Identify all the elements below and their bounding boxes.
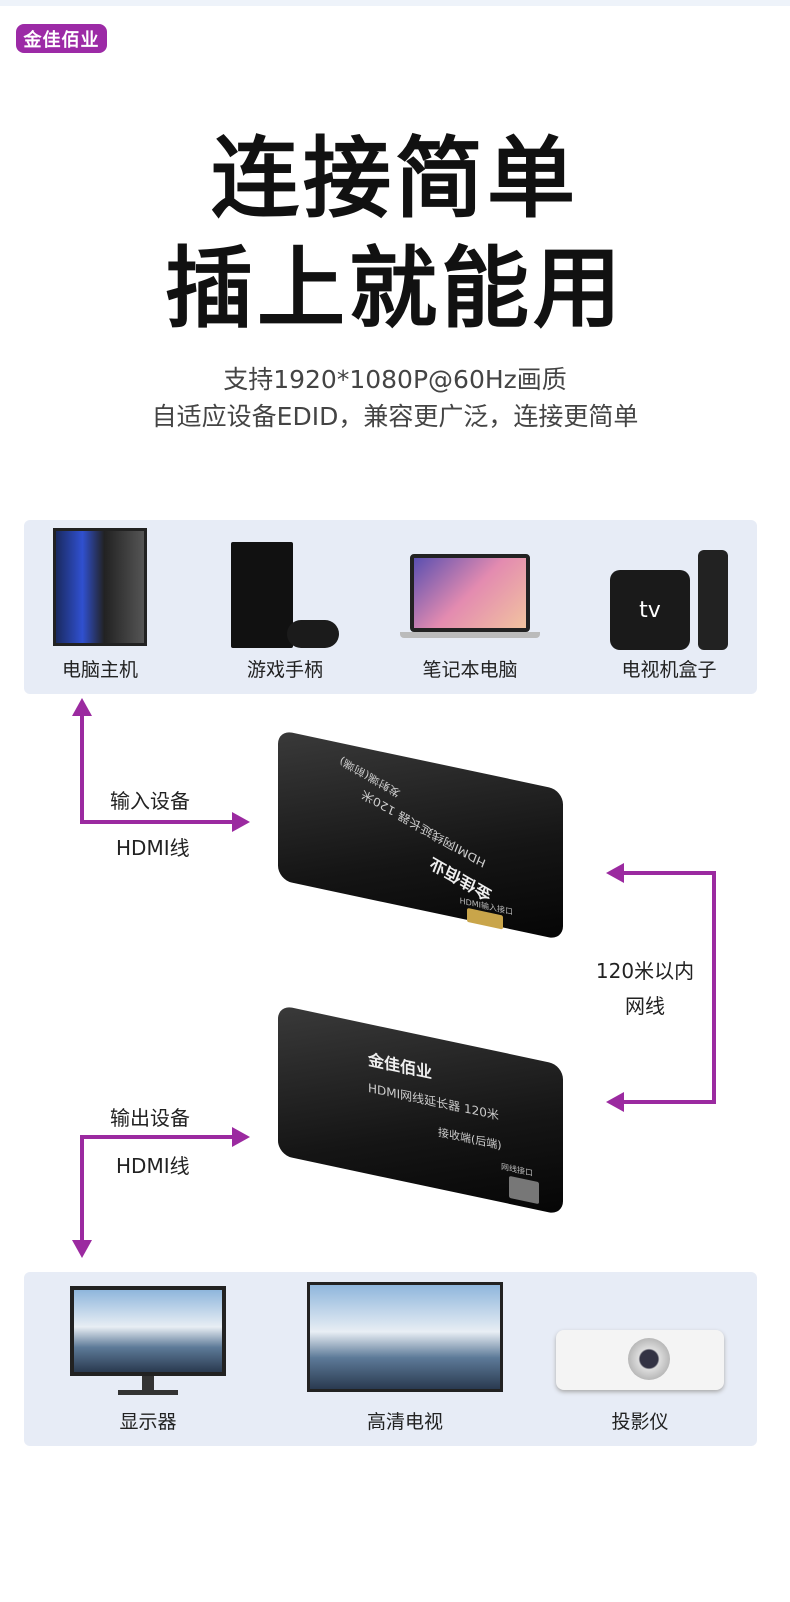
arrow-up-icon — [72, 698, 92, 716]
device-label: 笔记本电脑 — [422, 659, 518, 681]
rj45-port-icon — [509, 1175, 539, 1205]
output-cable-label: HDMI线 — [116, 1154, 190, 1178]
device-label: 游戏手柄 — [246, 659, 323, 681]
device-label: 显示器 — [119, 1411, 177, 1433]
headline-line-1: 连接简单 — [210, 127, 579, 230]
headline-line-2: 插上就能用 — [164, 237, 625, 340]
input-link-label: 输入设备 — [110, 789, 190, 813]
device-tv-box: tv 电视机盒子 — [604, 520, 734, 694]
device-gamepad: 游戏手柄 — [220, 520, 350, 694]
tv-box-image: tv — [610, 570, 690, 650]
console-image — [231, 542, 293, 648]
remote-image — [698, 550, 728, 650]
device-label: 电视机盒子 — [621, 659, 717, 681]
tv-image — [307, 1282, 503, 1392]
monitor-image — [70, 1286, 226, 1376]
device-label: 电脑主机 — [61, 659, 138, 681]
top-strip — [0, 0, 790, 6]
input-devices-panel: 电脑主机 游戏手柄 笔记本电脑 tv 电视机盒子 — [24, 520, 757, 694]
brand-logo: 金佳佰业 — [16, 24, 107, 53]
input-cable-label: HDMI线 — [116, 836, 190, 860]
arrow-right-icon — [232, 812, 250, 832]
device-projector: 投影仪 — [554, 1272, 726, 1446]
network-arrow-top — [620, 871, 716, 875]
transmitter-model: HDMI网线延长器 120米 — [359, 787, 488, 871]
network-arrow-vertical — [712, 871, 716, 1104]
device-label: 投影仪 — [611, 1411, 669, 1433]
laptop-screen-image — [410, 554, 530, 632]
rj45-port-label: 网线接口 — [501, 1162, 533, 1178]
arrow-right-icon — [232, 1127, 250, 1147]
network-distance-label: 120米以内 — [595, 959, 695, 983]
subtitle-line-1: 支持1920*1080P@60Hz画质 — [223, 365, 567, 394]
subtitle-line-2: 自适应设备EDID，兼容更广泛，连接更简单 — [151, 402, 639, 431]
receiver-device: 金佳佰业 HDMI网线延长器 120米 接收端(后端) 网线接口 — [278, 1004, 563, 1216]
arrow-down-icon — [72, 1240, 92, 1258]
network-arrow-bottom — [620, 1100, 716, 1104]
receiver-role: 接收端(后端) — [438, 1125, 502, 1153]
output-devices-panel: 显示器 高清电视 投影仪 — [24, 1272, 757, 1446]
input-arrow-horizontal — [80, 820, 235, 824]
arrow-left-icon — [606, 1092, 624, 1112]
output-arrow-horizontal — [80, 1135, 235, 1139]
receiver-brand: 金佳佰业 — [368, 1049, 433, 1083]
device-laptop: 笔记本电脑 — [400, 520, 540, 694]
transmitter-device: 发射端(前端) HDMI网线延长器 120米 金佳佰业 HDMI输入接口 — [278, 729, 563, 941]
output-arrow-vertical — [80, 1135, 84, 1243]
device-label: 高清电视 — [366, 1411, 443, 1433]
device-tv: 高清电视 — [305, 1272, 505, 1446]
device-pc: 电脑主机 — [50, 520, 150, 694]
device-monitor: 显示器 — [68, 1272, 228, 1446]
network-cable-label: 网线 — [625, 994, 665, 1018]
projector-image — [556, 1330, 724, 1390]
arrow-left-icon — [606, 863, 624, 883]
receiver-model: HDMI网线延长器 120米 — [368, 1080, 499, 1123]
input-arrow-vertical — [80, 712, 84, 824]
pc-tower-image — [53, 528, 147, 646]
output-link-label: 输出设备 — [110, 1106, 190, 1130]
gamepad-image — [287, 620, 339, 648]
